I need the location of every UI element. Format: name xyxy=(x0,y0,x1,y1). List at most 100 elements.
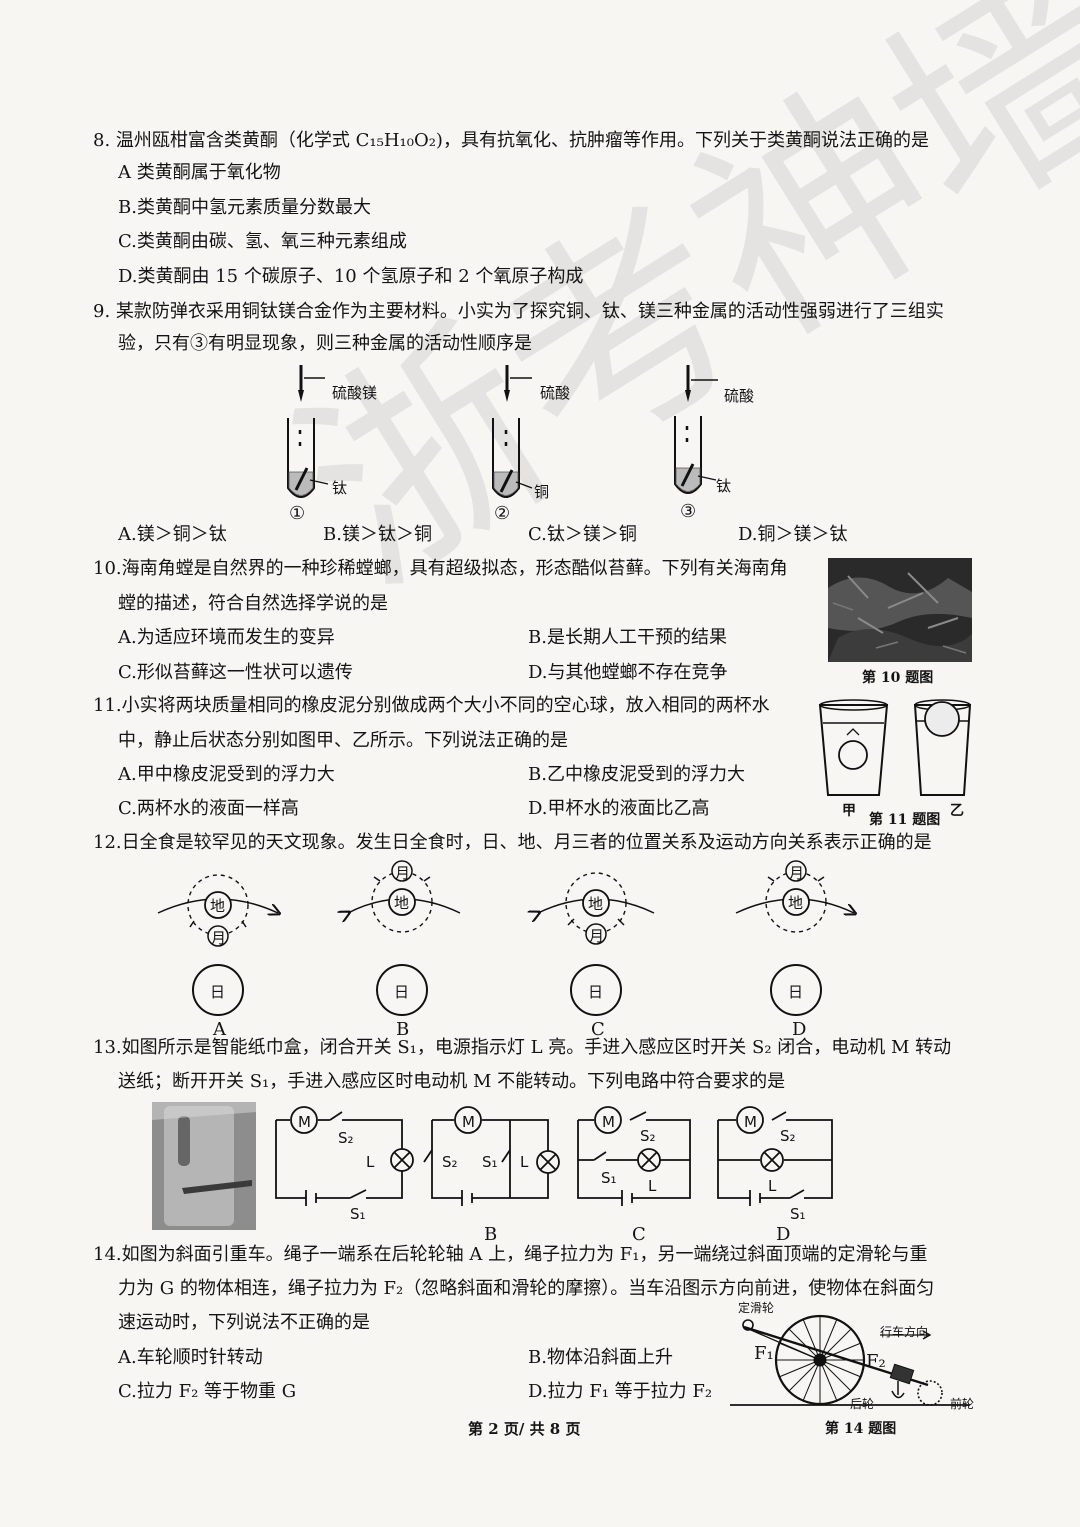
q10-figure-caption: 第 10 题图 xyxy=(862,670,934,686)
tube3-reagent-label: 硫酸 xyxy=(724,387,755,405)
q10-stem-line1: 10.海南角螳是自然界的一种珍稀螳螂，具有超级拟态，形态酷似苔藓。下列有关海南角 xyxy=(93,558,788,579)
f1-label: F₁ xyxy=(754,1343,774,1364)
q9-stem-line2: 验，只有③有明显现象，则三种金属的活动性顺序是 xyxy=(118,333,532,354)
q14-stem-line1: 14.如图为斜面引重车。绳子一端系在后轮轮轴 A 上，绳子拉力为 F₁，另一端绕… xyxy=(93,1244,928,1265)
q9-option-d: D.铜＞镁＞钛 xyxy=(738,524,848,545)
d-s2-label: S₂ xyxy=(780,1127,796,1145)
q14-cart-figure xyxy=(730,1314,970,1406)
q11-stem-line2: 中，静止后状态分别如图甲、乙所示。下列说法正确的是 xyxy=(118,730,568,751)
q11-stem-line1: 11.小实将两块质量相同的橡皮泥分别做成两个大小不同的空心球，放入相同的两杯水 xyxy=(93,695,770,716)
q10-option-c: C.形似苔藓这一性状可以遗传 xyxy=(118,662,353,683)
q10-option-a: A.为适应环境而发生的变异 xyxy=(118,627,335,648)
b-s1-label: S₁ xyxy=(482,1153,498,1171)
q9-test-tubes-figure xyxy=(287,365,718,498)
q9-option-a: A.镁＞铜＞钛 xyxy=(118,524,227,545)
q12-eclipse-figure xyxy=(157,860,870,1016)
cup-jia xyxy=(818,699,889,796)
circuit-d xyxy=(717,1106,833,1206)
c-moon-label: 月 xyxy=(589,927,605,945)
q13-label-d: D xyxy=(776,1224,791,1245)
pulley-label: 定滑轮 xyxy=(738,1301,775,1315)
a-moon-label: 月 xyxy=(211,929,227,947)
option-c-diagram xyxy=(538,872,655,1016)
tube1-number: ① xyxy=(289,503,306,524)
a-s2-label: S₂ xyxy=(338,1129,354,1147)
d-moon-label: 月 xyxy=(789,864,805,882)
tissue-box-photo xyxy=(152,1102,256,1230)
c-earth-label: 地 xyxy=(588,895,604,913)
tube2-reagent-label: 硫酸 xyxy=(540,384,571,402)
q8-option-a: A 类黄酮属于氧化物 xyxy=(118,162,281,183)
circuit-c xyxy=(577,1106,691,1206)
q11-option-d: D.甲杯水的液面比乙高 xyxy=(528,798,710,819)
q14-stem-line3: 速运动时，下列说法不正确的是 xyxy=(118,1312,370,1333)
q8-option-c: C.类黄酮由碳、氢、氧三种元素组成 xyxy=(118,231,407,252)
q11-label-jia: 甲 xyxy=(842,803,856,819)
q11-option-b: B.乙中橡皮泥受到的浮力大 xyxy=(528,764,745,785)
c-s1-label: S₁ xyxy=(601,1169,617,1187)
q8-option-b: B.类黄酮中氢元素质量分数最大 xyxy=(118,197,371,218)
a-earth-label: 地 xyxy=(210,897,226,915)
d-sun-label: 日 xyxy=(788,983,804,1001)
q14-option-b: B.物体沿斜面上升 xyxy=(528,1347,673,1368)
q11-option-c: C.两杯水的液面一样高 xyxy=(118,798,299,819)
q8-stem: 8. 温州瓯柑富含类黄酮（化学式 C₁₅H₁₀O₂)，具有抗氧化、抗肿瘤等作用。… xyxy=(93,130,929,151)
q12-stem: 12.日全食是较罕见的天文现象。发生日全食时，日、地、月三者的位置关系及运动方向… xyxy=(93,832,932,853)
q13-circuits-figure xyxy=(275,1106,833,1206)
d-earth-label: 地 xyxy=(788,894,804,912)
q9-option-c: C.钛＞镁＞铜 xyxy=(528,524,637,545)
tube3-metal-label: 钛 xyxy=(716,477,732,495)
q10-option-b: B.是长期人工干预的结果 xyxy=(528,627,727,648)
option-d-diagram xyxy=(735,860,854,1016)
test-tube-1 xyxy=(287,365,329,498)
a-s1-label: S₁ xyxy=(350,1205,366,1223)
q12-label-b: B xyxy=(396,1019,410,1040)
b-lamp-label: L xyxy=(520,1153,529,1171)
q8-option-d: D.类黄酮由 15 个碳原子、10 个氢原子和 2 个氧原子构成 xyxy=(118,266,584,287)
q9-stem-line1: 9. 某款防弹衣采用铜钛镁合金作为主要材料。小实为了探究铜、钛、镁三种金属的活动… xyxy=(93,301,944,322)
b-motor-label: M xyxy=(462,1113,475,1131)
q11-figure-caption: 第 11 题图 xyxy=(869,812,941,828)
tube2-metal-label: 铜 xyxy=(534,483,550,501)
mantis-moss-photo xyxy=(828,558,972,662)
q14-option-c: C.拉力 F₂ 等于物重 G xyxy=(118,1381,297,1402)
q11-label-yi: 乙 xyxy=(950,803,964,819)
b-earth-label: 地 xyxy=(394,894,410,912)
tube1-metal-label: 钛 xyxy=(332,479,348,497)
b-s2-label: S₂ xyxy=(442,1153,458,1171)
f2-label: F₂ xyxy=(866,1351,886,1372)
q12-label-d: D xyxy=(792,1019,807,1040)
q13-stem-line1: 13.如图所示是智能纸巾盒，闭合开关 S₁，电源指示灯 L 亮。手进入感应区时开… xyxy=(93,1037,952,1058)
a-sun-label: 日 xyxy=(210,983,226,1001)
d-lamp-label: L xyxy=(768,1177,777,1195)
c-motor-label: M xyxy=(602,1113,615,1131)
q13-stem-line2: 送纸；断开开关 S₁，手进入感应区时电动机 M 不能转动。下列电路中符合要求的是 xyxy=(118,1071,786,1092)
q10-option-d: D.与其他螳螂不存在竞争 xyxy=(528,662,728,683)
c-sun-label: 日 xyxy=(588,983,604,1001)
c-lamp-label: L xyxy=(648,1177,657,1195)
q13-label-c: C xyxy=(632,1224,646,1245)
cup-yi xyxy=(913,699,972,796)
c-s2-label: S₂ xyxy=(640,1127,656,1145)
q9-option-b: B.镁＞钛＞铜 xyxy=(323,524,432,545)
test-tube-2 xyxy=(492,365,533,498)
d-motor-label: M xyxy=(744,1113,757,1131)
circuit-a xyxy=(275,1106,414,1206)
page-footer: 第 2 页/ 共 8 页 xyxy=(468,1420,581,1438)
a-motor-label: M xyxy=(298,1113,311,1131)
tube1-reagent-label: 硫酸镁 xyxy=(332,384,378,402)
tube3-number: ③ xyxy=(680,501,697,522)
test-tube-3 xyxy=(674,365,718,494)
option-a-diagram xyxy=(157,874,278,1016)
q10-stem-line2: 螳的描述，符合自然选择学说的是 xyxy=(118,593,388,614)
q12-label-a: A xyxy=(213,1019,226,1040)
b-moon-label: 月 xyxy=(395,864,411,882)
a-lamp-label: L xyxy=(366,1153,375,1171)
b-sun-label: 日 xyxy=(394,983,410,1001)
front-wheel-label: 前轮 xyxy=(950,1397,975,1411)
q12-label-c: C xyxy=(591,1019,605,1040)
d-s1-label: S₁ xyxy=(790,1205,806,1223)
option-b-diagram xyxy=(348,860,461,1016)
q14-figure-caption: 第 14 题图 xyxy=(825,1421,897,1437)
